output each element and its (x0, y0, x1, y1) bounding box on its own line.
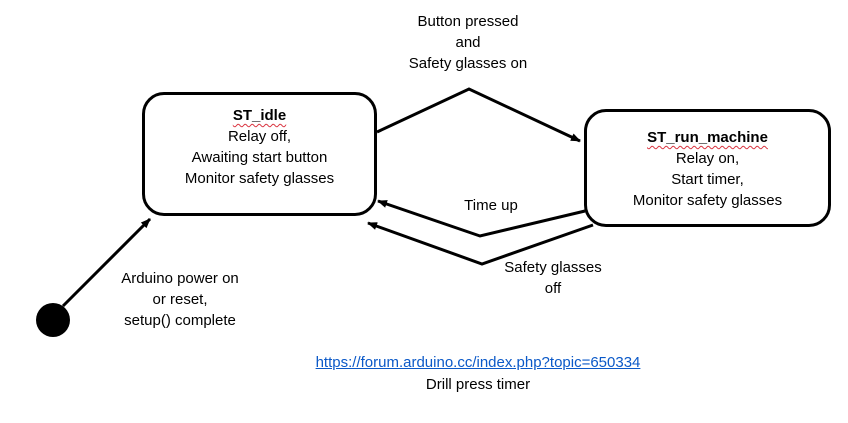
transition-label-line: Safety glasses (504, 259, 602, 276)
transition-label-line: Time up (464, 197, 518, 214)
arrow-power-on (61, 217, 152, 308)
diagram-caption: Drill press timer (425, 376, 531, 393)
transition-label-time-up: Time up (456, 195, 526, 216)
state-idle-line: Relay off, (227, 128, 292, 145)
transition-label-line: Safety glasses on (408, 55, 528, 72)
transition-label-line: Arduino power on (121, 270, 239, 287)
transition-label-safety-off: Safety glasses off (496, 257, 610, 299)
transition-label-power-on: Arduino power on or reset, setup() compl… (104, 268, 256, 331)
transition-label-start: Button pressed and Safety glasses on (398, 11, 538, 74)
arrow-start (376, 87, 581, 143)
transition-label-line: and (455, 34, 481, 51)
state-run-machine-title: ST_run_machine (647, 129, 768, 146)
transition-label-line: or reset, (152, 291, 208, 308)
state-idle-title: ST_idle (232, 107, 287, 124)
state-idle: ST_idle Relay off, Awaiting start button… (142, 92, 377, 216)
state-run-machine-line: Relay on, (675, 150, 740, 167)
arrow-time-up (377, 199, 586, 238)
state-run-machine-line: Monitor safety glasses (632, 192, 783, 209)
state-idle-line: Awaiting start button (191, 149, 328, 166)
transition-label-line: Button pressed (417, 13, 519, 30)
state-idle-line: Monitor safety glasses (184, 170, 335, 187)
initial-state-dot (36, 303, 70, 337)
transition-label-line: off (544, 280, 562, 297)
transition-label-line: setup() complete (124, 312, 236, 329)
state-run-machine-line: Start timer, (671, 171, 744, 188)
forum-link[interactable]: https://forum.arduino.cc/index.php?topic… (315, 354, 641, 371)
state-run-machine: ST_run_machine Relay on, Start timer, Mo… (584, 109, 831, 227)
arrow-safety-off (367, 221, 594, 266)
